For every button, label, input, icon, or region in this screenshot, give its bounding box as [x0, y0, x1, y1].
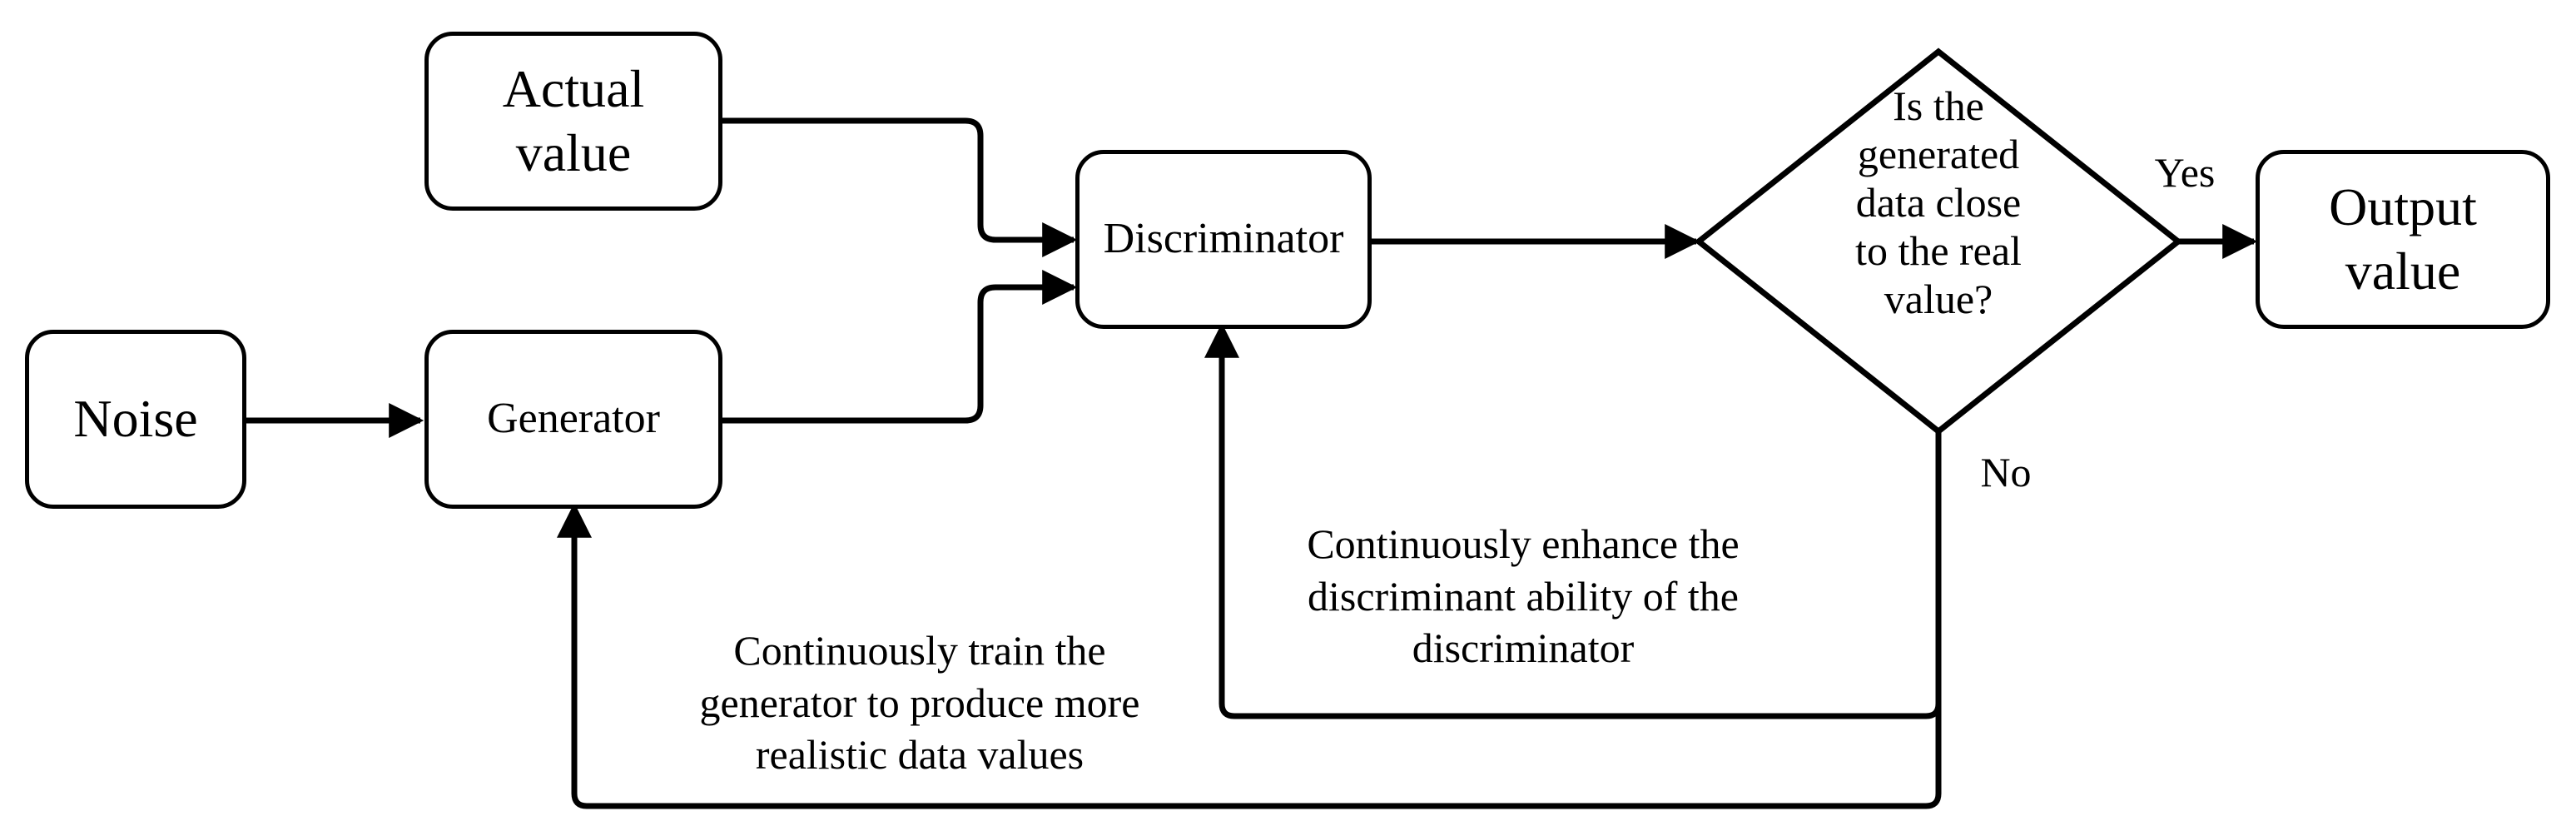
no-label: No — [1980, 449, 2032, 495]
generator-feedback-note: Continuously train the generator to prod… — [699, 627, 1140, 778]
discriminator-feedback-note: Continuously enhance the discriminant ab… — [1307, 520, 1740, 671]
generator-label: Generator — [487, 395, 660, 443]
decision-label: Is the generated data close to the real … — [1855, 82, 2022, 322]
output-value-box: Output value — [2256, 150, 2550, 329]
arrow-generator-to-discriminator — [720, 270, 1078, 424]
discriminator-box: Discriminator — [1075, 150, 1372, 329]
actual-value-label: Actual value — [502, 58, 645, 182]
yes-label: Yes — [2154, 149, 2216, 196]
output-value-label: Output value — [2329, 177, 2477, 301]
generator-box: Generator — [424, 330, 722, 509]
noise-box: Noise — [25, 330, 246, 509]
noise-label: Noise — [73, 389, 198, 449]
arrow-feedback-to-generator — [557, 502, 1942, 809]
discriminator-label: Discriminator — [1103, 215, 1344, 263]
arrow-actual-to-discriminator — [720, 117, 1078, 257]
actual-value-box: Actual value — [424, 32, 722, 211]
